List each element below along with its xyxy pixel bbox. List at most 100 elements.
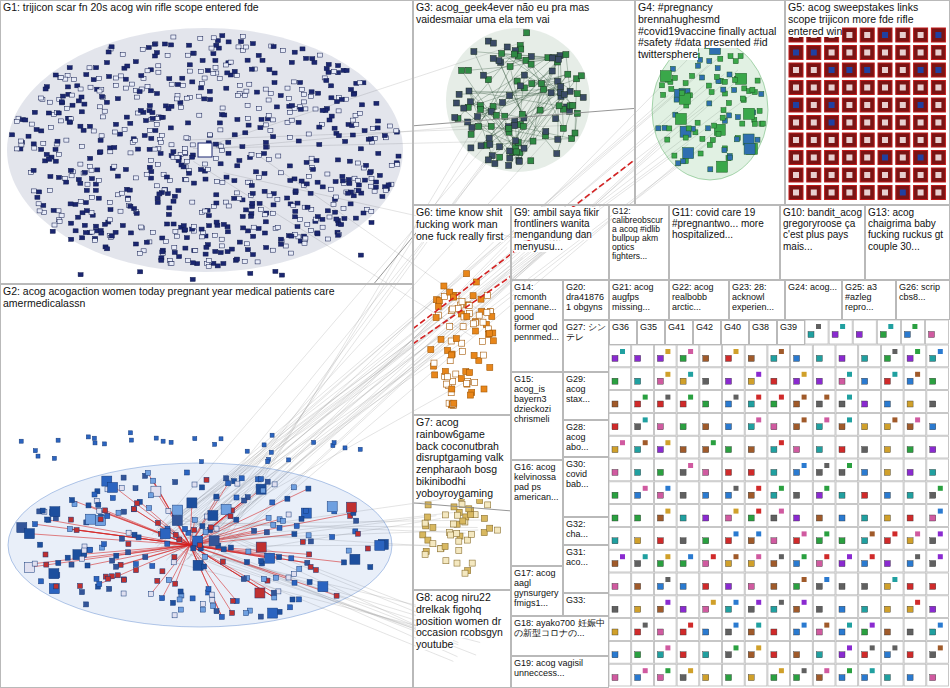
vertex-mark bbox=[129, 231, 134, 235]
vertex-mark bbox=[118, 209, 123, 213]
vertex-mark bbox=[342, 560, 347, 565]
tie-line bbox=[190, 545, 237, 601]
group-cell bbox=[791, 391, 813, 413]
vertex-mark bbox=[73, 202, 78, 206]
vertex-mark bbox=[907, 401, 913, 407]
vertex-mark bbox=[204, 477, 209, 482]
vertex-mark bbox=[208, 511, 218, 521]
vertex-mark bbox=[896, 63, 910, 77]
vertex-mark bbox=[109, 234, 114, 238]
vertex-mark bbox=[230, 610, 235, 615]
vertex-mark bbox=[578, 73, 584, 79]
vertex-mark bbox=[464, 271, 470, 277]
vertex-mark bbox=[169, 82, 174, 86]
vertex-mark bbox=[271, 45, 276, 49]
vertex-mark bbox=[221, 504, 231, 514]
vertex-mark bbox=[528, 54, 534, 60]
vertex-mark bbox=[458, 376, 464, 382]
vertex-mark bbox=[134, 176, 139, 180]
vertex-mark bbox=[487, 330, 493, 336]
vertex-mark bbox=[476, 124, 482, 130]
vertex-mark bbox=[794, 378, 800, 384]
vertex-mark bbox=[252, 528, 257, 533]
vertex-mark bbox=[87, 547, 92, 552]
vertex-mark bbox=[88, 124, 93, 128]
tie-line bbox=[148, 473, 190, 545]
vertex-mark bbox=[309, 90, 314, 94]
vertex-mark bbox=[112, 146, 117, 150]
vertex-mark bbox=[160, 529, 170, 539]
vertex-mark bbox=[138, 252, 143, 256]
vertex-mark bbox=[878, 116, 892, 130]
vertex-mark bbox=[361, 211, 366, 215]
vertex-mark bbox=[490, 40, 496, 46]
vertex-mark bbox=[69, 562, 74, 567]
group-cell bbox=[877, 320, 900, 344]
vertex-mark bbox=[860, 168, 874, 182]
vertex-mark bbox=[306, 132, 311, 136]
vertex-mark bbox=[262, 231, 267, 235]
vertex-mark bbox=[203, 252, 208, 256]
vertex-mark bbox=[288, 111, 293, 115]
vertex-mark bbox=[224, 175, 229, 179]
vertex-mark bbox=[79, 110, 84, 114]
vertex-mark bbox=[563, 52, 569, 58]
vertex-mark bbox=[95, 168, 100, 172]
vertex-mark bbox=[846, 190, 852, 196]
vertex-mark bbox=[438, 336, 444, 342]
vertex-mark bbox=[288, 605, 293, 610]
vertex-mark bbox=[240, 215, 245, 219]
vertex-mark bbox=[829, 120, 835, 126]
vertex-mark bbox=[197, 94, 202, 98]
vertex-mark bbox=[175, 83, 180, 87]
vertex-mark bbox=[860, 186, 874, 200]
vertex-mark bbox=[662, 125, 667, 130]
vertex-mark bbox=[259, 477, 264, 482]
vertex-mark bbox=[468, 531, 474, 537]
vertex-mark bbox=[789, 46, 803, 60]
vertex-mark bbox=[332, 126, 337, 130]
vertex-mark bbox=[864, 67, 870, 73]
vertex-mark bbox=[156, 520, 161, 525]
vertex-mark bbox=[265, 553, 275, 563]
vertex-mark bbox=[473, 328, 479, 334]
group-cell bbox=[700, 368, 722, 390]
vertex-mark bbox=[228, 60, 233, 64]
vertex-mark bbox=[115, 97, 120, 101]
vertex-mark bbox=[846, 120, 852, 126]
vertex-mark bbox=[245, 449, 249, 453]
vertex-mark bbox=[794, 355, 800, 361]
vertex-mark bbox=[516, 157, 522, 163]
vertex-mark bbox=[26, 134, 31, 138]
vertex-mark bbox=[459, 68, 465, 74]
vertex-mark bbox=[481, 386, 487, 392]
vertex-mark bbox=[96, 516, 106, 526]
tie-line bbox=[518, 56, 560, 143]
vertex-mark bbox=[251, 253, 256, 257]
vertex-mark bbox=[896, 186, 910, 200]
vertex-mark bbox=[226, 40, 231, 44]
vertex-mark bbox=[825, 168, 839, 182]
vertex-mark bbox=[289, 60, 294, 64]
vertex-mark bbox=[779, 349, 784, 354]
vertex-mark bbox=[296, 120, 301, 124]
vertex-mark bbox=[454, 531, 460, 537]
vertex-mark bbox=[346, 178, 351, 182]
vertex-mark bbox=[106, 576, 111, 581]
vertex-mark bbox=[449, 386, 455, 392]
tie-line bbox=[462, 71, 517, 152]
vertex-mark bbox=[443, 512, 449, 518]
vertex-mark bbox=[469, 125, 475, 131]
vertex-mark bbox=[228, 514, 233, 519]
vertex-mark bbox=[907, 355, 913, 361]
vertex-mark bbox=[722, 148, 727, 153]
tie-line bbox=[190, 545, 232, 613]
vertex-mark bbox=[151, 230, 156, 234]
vertex-mark bbox=[147, 147, 152, 151]
vertex-mark bbox=[507, 93, 513, 99]
vertex-mark bbox=[307, 580, 312, 585]
vertex-mark bbox=[59, 214, 64, 218]
vertex-mark bbox=[113, 76, 118, 80]
vertex-mark bbox=[190, 200, 195, 204]
vertex-mark bbox=[261, 488, 266, 493]
